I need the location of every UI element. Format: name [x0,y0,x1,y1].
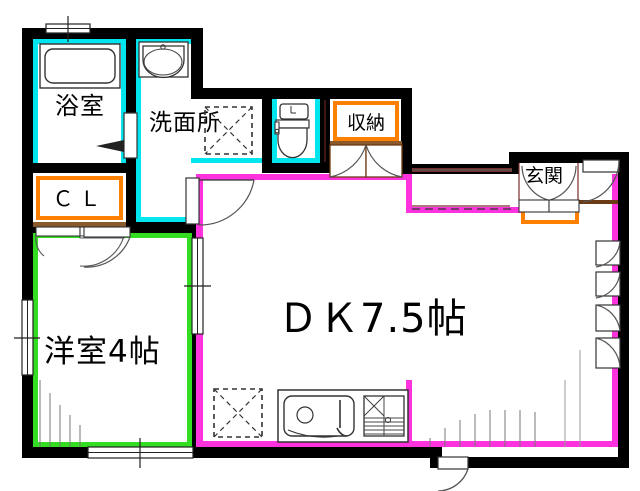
wall-bottom-left [22,447,212,458]
accent-dk-topright [406,174,412,208]
wall-washroom-bottom [126,222,203,233]
accent-dk-genkanline [406,207,521,213]
accent-dk-right [612,174,618,447]
wall-toilet-right [320,99,330,171]
storage-box: 収納 [333,101,399,141]
wall-storage-right [401,99,412,175]
wall-top-left [22,28,202,39]
shoebox [521,204,579,224]
wall-toilet-left [262,88,272,173]
wall-storage-top [330,88,412,99]
wall-bottom-right [430,457,629,468]
dk-label: ＤＫ7.5帖 [278,296,468,342]
wall-bath-washroom [126,39,136,232]
sill-storage [330,141,402,145]
bath-label: 浴室 [55,92,105,120]
wall-left-outer [22,28,33,458]
entrance-label: 玄関 [525,165,564,187]
accent-bath [33,39,126,163]
accent-toilet [272,99,320,163]
wall-bath-bottom [22,163,136,173]
wall-top-washroom [191,28,203,98]
wall-genkan-top [509,152,629,163]
washroom-label: 洗面所 [149,110,220,136]
storage-doors [329,144,403,178]
wall-toilet-bottom [262,163,330,173]
sill-closet [33,222,126,227]
storage-label: 収納 [346,111,385,134]
accent-washroom-alcove [191,99,262,163]
closet-label: ＣＬ [52,187,107,211]
accent-dk-kitchenstrip [406,380,412,447]
sill-dk-upper [412,168,512,172]
closet-box: ＣＬ [36,176,123,220]
accent-dk-top [196,174,412,180]
wall-washroom-upper-right [191,88,269,99]
bedroom-label: 洋室4帖 [44,334,161,370]
wall-right-outer [618,152,629,468]
wall-bottom-mid [202,447,442,458]
accent-dk-left [196,174,203,447]
